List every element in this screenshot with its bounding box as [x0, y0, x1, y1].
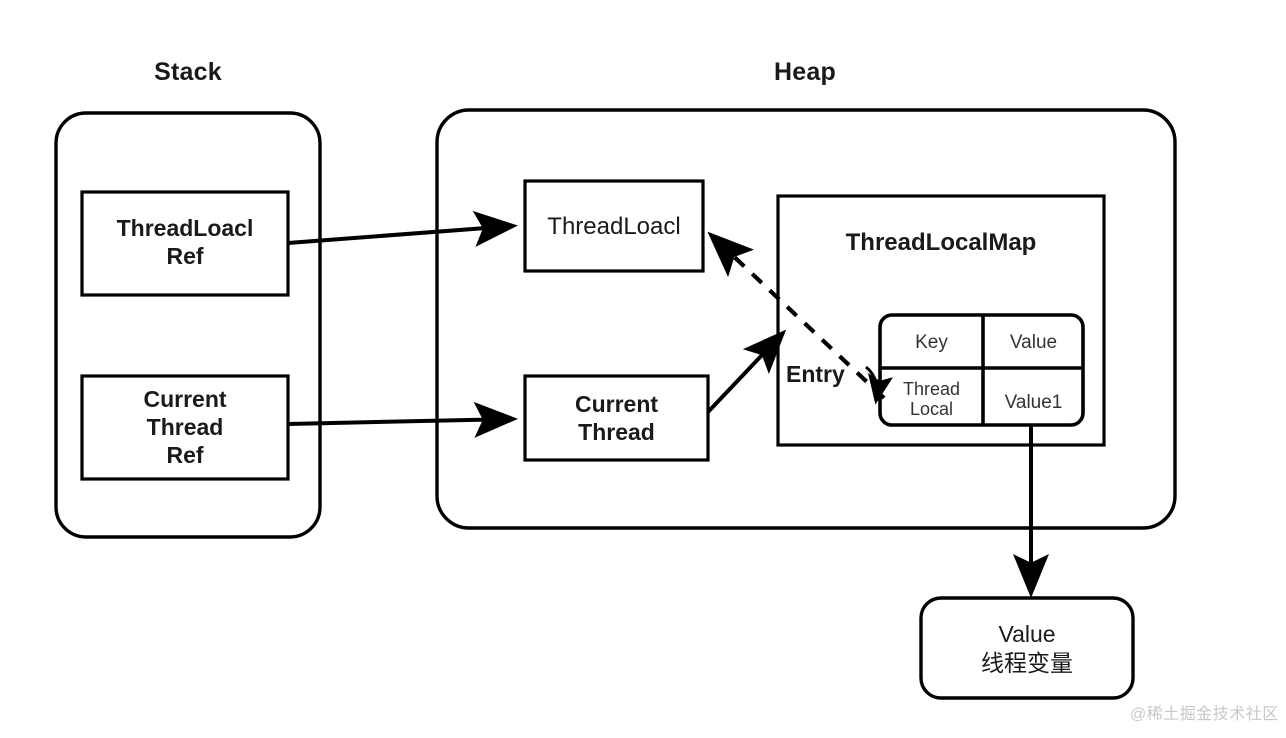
entry-header-value: Value: [1009, 332, 1058, 353]
connector-currentthreadref-to-currentthread: [287, 401, 518, 438]
connector-threadlocalref-to-threadlocal: [287, 210, 518, 247]
watermark: @稀土掘金技术社区: [1130, 706, 1279, 723]
entry-header-key: Key: [915, 332, 948, 353]
value-node-label: Value 线程变量: [981, 621, 1073, 676]
entry-cell-key: Thread Local: [902, 379, 961, 420]
stack-threadlocal-ref-box: [80, 190, 290, 297]
entry-cell-value: Value1: [1004, 392, 1063, 413]
threadlocalmap-title: ThreadLocalMap: [845, 229, 1037, 256]
stack-threadlocal-ref-label: ThreadLoacl Ref: [116, 215, 254, 270]
heap-current-thread-label: Current Thread: [574, 391, 659, 446]
connector-entry-key-weakref-to-threadlocal: [707, 231, 886, 400]
heap-threadlocal-box: [523, 179, 705, 273]
heap-title: Heap: [774, 58, 836, 86]
stack-title: Stack: [154, 58, 222, 86]
stack-current-thread-ref-box: [80, 374, 290, 481]
entry-label: Entry: [786, 361, 845, 387]
heap-threadlocal-label: ThreadLoacl: [547, 213, 681, 240]
connector-currentthread-to-threadlocalmap: [706, 329, 787, 414]
connector-entry-label-pointer: [865, 365, 894, 405]
stack-current-thread-ref-label: Current Thread Ref: [143, 386, 227, 469]
value-node-box: [919, 596, 1135, 700]
heap-current-thread-box: [523, 374, 710, 462]
